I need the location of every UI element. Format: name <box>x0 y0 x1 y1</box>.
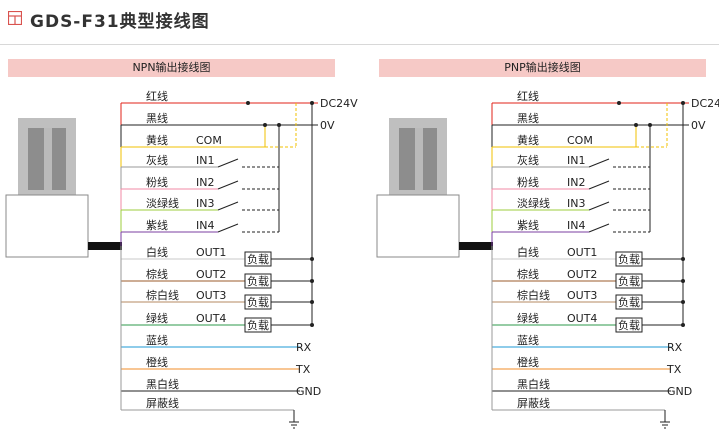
pnp-switch-in4 <box>588 223 610 233</box>
pnp-terminal-dc24v: DC24V <box>691 97 719 110</box>
npn-wire-label-12: 橙线 <box>146 355 168 369</box>
pnp-cable <box>459 242 493 250</box>
pnp-wire-label-3: 灰线 <box>517 153 539 167</box>
pnp-signal-in1: IN1 <box>567 154 585 167</box>
pnp-terminal-gnd: GND <box>667 385 692 398</box>
npn-wire-label-3: 灰线 <box>146 153 168 167</box>
pnp-switch-in1 <box>588 158 610 168</box>
pnp-junction-0 <box>648 123 652 127</box>
npn-wire-label-5: 淡绿线 <box>146 196 179 210</box>
pnp-wire-label-1: 黑线 <box>517 111 539 125</box>
npn-cable <box>88 242 122 250</box>
npn-load-label-1: 负载 <box>247 252 269 266</box>
pnp-wire-label-10: 绿线 <box>517 311 539 325</box>
pnp-wire-label-11: 蓝线 <box>517 333 539 347</box>
page-title: GDS-F31典型接线图 <box>30 12 210 32</box>
pnp-signal-out1: OUT1 <box>567 246 597 259</box>
pnp-signal-com: COM <box>567 134 593 147</box>
pnp-load-label-1: 负载 <box>618 252 640 266</box>
npn-wire-label-10: 绿线 <box>146 311 168 325</box>
panel-header-npn: NPN输出接线图 <box>8 59 335 77</box>
pnp-signal-in3: IN3 <box>567 197 585 210</box>
pnp-wire-label-7: 白线 <box>517 245 539 259</box>
pnp-signal-out2: OUT2 <box>567 268 597 281</box>
pnp-wire-label-4: 粉线 <box>517 175 539 189</box>
npn-wire-label-1: 黑线 <box>146 111 168 125</box>
npn-signal-out4: OUT4 <box>196 312 226 325</box>
pnp-wire-label-2: 黄线 <box>517 133 539 147</box>
npn-junction-2 <box>263 123 267 127</box>
npn-sensor-lens-highlight <box>44 128 52 190</box>
npn-terminal-gnd: GND <box>296 385 321 398</box>
npn-signal-in2: IN2 <box>196 176 214 189</box>
npn-wire-label-7: 白线 <box>146 245 168 259</box>
npn-load-label-2: 负载 <box>247 274 269 288</box>
npn-terminal-dc24v: DC24V <box>320 97 358 110</box>
pnp-switch-in2 <box>588 180 610 190</box>
pnp-wire-label-12: 橙线 <box>517 355 539 369</box>
pnp-signal-out3: OUT3 <box>567 289 597 302</box>
pnp-wire-label-14: 屏蔽线 <box>517 396 550 410</box>
npn-load-label-4: 负载 <box>247 318 269 332</box>
npn-wire-label-8: 棕线 <box>146 267 168 281</box>
npn-signal-in1: IN1 <box>196 154 214 167</box>
npn-wire-label-2: 黄线 <box>146 133 168 147</box>
npn-switch-in1 <box>217 158 239 168</box>
npn-wire-label-9: 棕白线 <box>146 288 179 302</box>
npn-signal-in4: IN4 <box>196 219 214 232</box>
npn-wire-label-13: 黑白线 <box>146 377 179 391</box>
npn-wire-label-14: 屏蔽线 <box>146 396 179 410</box>
pnp-out-common-dot <box>681 101 685 105</box>
pnp-load-label-2: 负载 <box>618 274 640 288</box>
npn-wire-label-11: 蓝线 <box>146 333 168 347</box>
pnp-sensor-body <box>376 194 460 258</box>
pnp-signal-out4: OUT4 <box>567 312 597 325</box>
pnp-load-label-3: 负载 <box>618 295 640 309</box>
npn-wire-label-0: 红线 <box>146 89 168 103</box>
panel-header-pnp: PNP输出接线图 <box>379 59 706 77</box>
npn-signal-out3: OUT3 <box>196 289 226 302</box>
npn-junction-1 <box>246 101 250 105</box>
pnp-terminal-0v: 0V <box>691 119 706 132</box>
pnp-wire-label-0: 红线 <box>517 89 539 103</box>
pnp-junction-1 <box>617 101 621 105</box>
pnp-wire-label-6: 紫线 <box>517 218 539 232</box>
pnp-wire-label-5: 淡绿线 <box>517 196 550 210</box>
pnp-junction-2 <box>634 123 638 127</box>
npn-load-label-3: 负载 <box>247 295 269 309</box>
npn-signal-out2: OUT2 <box>196 268 226 281</box>
npn-signal-out1: OUT1 <box>196 246 226 259</box>
npn-out-common-dot <box>310 101 314 105</box>
pnp-wire-label-8: 棕线 <box>517 267 539 281</box>
npn-switch-in2 <box>217 180 239 190</box>
pnp-signal-in4: IN4 <box>567 219 585 232</box>
pnp-load-label-4: 负载 <box>618 318 640 332</box>
npn-terminal-rx: RX <box>296 341 312 354</box>
npn-signal-in3: IN3 <box>196 197 214 210</box>
npn-wire-label-6: 紫线 <box>146 218 168 232</box>
npn-signal-com: COM <box>196 134 222 147</box>
pnp-wire-label-13: 黑白线 <box>517 377 550 391</box>
pnp-sensor-lens-highlight <box>415 128 423 190</box>
pnp-switch-in3 <box>588 201 610 211</box>
diagram-icon <box>8 11 22 25</box>
npn-terminal-0v: 0V <box>320 119 335 132</box>
npn-terminal-tx: TX <box>295 363 311 376</box>
npn-switch-in3 <box>217 201 239 211</box>
npn-sensor-body <box>5 194 89 258</box>
npn-switch-in4 <box>217 223 239 233</box>
pnp-terminal-tx: TX <box>666 363 682 376</box>
title-bar: GDS-F31典型接线图 <box>0 0 719 45</box>
pnp-signal-in2: IN2 <box>567 176 585 189</box>
npn-junction-0 <box>277 123 281 127</box>
npn-wire-label-4: 粉线 <box>146 175 168 189</box>
pnp-terminal-rx: RX <box>667 341 683 354</box>
pnp-wire-label-9: 棕白线 <box>517 288 550 302</box>
